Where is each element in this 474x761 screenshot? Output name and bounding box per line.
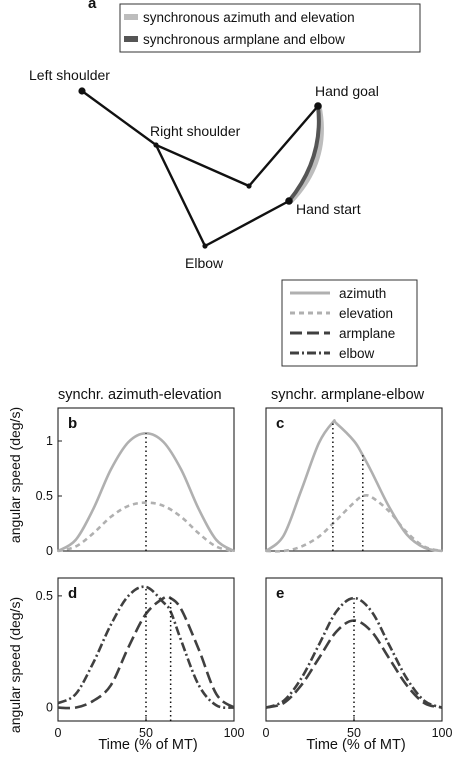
elbow-label: Elbow (185, 255, 224, 271)
right-shoulder-dot (153, 142, 159, 148)
series-line-elevation (265, 493, 443, 553)
series-line-elbow (265, 596, 443, 709)
y-tick-label: 0.5 (36, 489, 53, 503)
panel-a: a synchronous azimuth and elevation sync… (29, 0, 421, 271)
column-title-right: synchr. armplane-elbow (271, 387, 425, 403)
arm-skeleton (81, 90, 319, 188)
arm-skeleton-lower (154, 144, 290, 248)
legend-label-elevation: elevation (339, 306, 393, 321)
elbow-dot (202, 243, 208, 249)
series-line-elevation (57, 501, 235, 553)
panel-letter: b (68, 415, 77, 432)
chart-panel-b: b 0 0.5 1 (36, 407, 235, 558)
left-shoulder-label: Left shoulder (29, 67, 110, 83)
right-shoulder-label: Right shoulder (150, 123, 241, 139)
chart-panel-e: e 0 50 100 (263, 577, 453, 740)
chart-panel-d: d 0 0.5 0 50 100 (36, 577, 245, 740)
chart-panel-c: c (265, 407, 443, 553)
panel-letter: d (68, 585, 77, 602)
panel-a-legend-box (119, 3, 421, 53)
plot-frame (57, 407, 235, 552)
x-axis-label-left: Time (% of MT) (98, 737, 197, 753)
legend-label-armplane: armplane (339, 326, 395, 341)
plot-frame (265, 407, 443, 552)
midpoint-dot (246, 183, 252, 189)
column-title-left: synchr. azimuth-elevation (58, 387, 222, 403)
x-tick-label: 0 (263, 726, 270, 740)
panel-letter: e (276, 585, 284, 602)
y-tick-label: 0.5 (36, 589, 53, 603)
series-line-azimuth (265, 419, 443, 553)
hand-start-label: Hand start (296, 201, 361, 217)
y-tick-label: 1 (46, 434, 53, 448)
panel-a-legend: synchronous azimuth and elevation synchr… (119, 3, 421, 53)
y-axis-label-top: angular speed (deg/s) (7, 407, 23, 543)
left-shoulder-dot (78, 87, 86, 95)
y-tick-label: 0 (46, 544, 53, 558)
curve-legend: azimuth elevation armplane elbow (281, 279, 418, 367)
x-tick-label: 0 (55, 726, 62, 740)
hand-goal-dot (314, 102, 322, 110)
x-tick-label: 50 (139, 726, 153, 740)
y-axis-label-bottom: angular speed (deg/s) (7, 597, 23, 733)
x-tick-label: 100 (432, 726, 453, 740)
panel-letter: c (276, 415, 284, 432)
hand-path-armplane-elbow (287, 105, 321, 203)
x-tick-label: 100 (224, 726, 245, 740)
hand-start-dot (285, 197, 293, 205)
panel-a-legend-label-1: synchronous azimuth and elevation (143, 10, 355, 25)
series-line-elbow (57, 585, 235, 710)
legend-label-azimuth: azimuth (339, 286, 386, 301)
panel-a-legend-label-2: synchronous armplane and elbow (143, 32, 345, 47)
x-tick-label: 50 (347, 726, 361, 740)
legend-label-elbow: elbow (339, 346, 375, 361)
curve-legend-box (281, 279, 418, 367)
y-tick-label: 0 (46, 701, 53, 715)
series-line-armplane (57, 595, 235, 710)
arm-diagram: Left shoulder Right shoulder Hand goal H… (29, 67, 379, 271)
hand-goal-label: Hand goal (315, 83, 379, 99)
x-axis-label-right: Time (% of MT) (306, 737, 405, 753)
panel-a-letter: a (88, 0, 97, 12)
